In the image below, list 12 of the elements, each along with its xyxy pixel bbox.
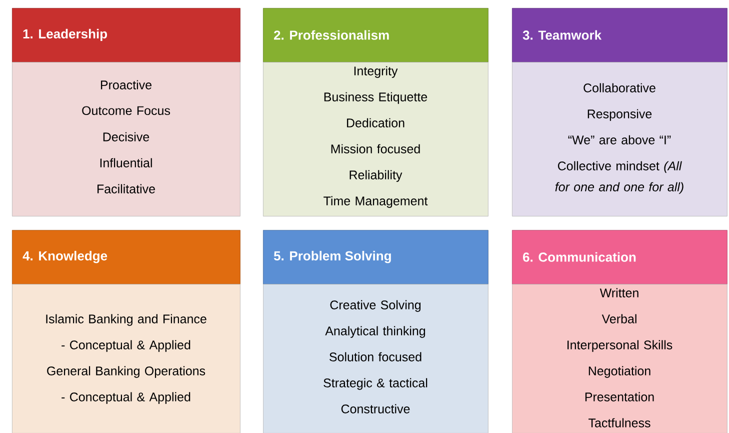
text-card: Integrity Business Etiquette Dedication Mission focused Reliability Time Management xyxy=(263,62,488,216)
text-card: Islamic Banking and Finance - Conceptual & Applied General Banking Operations - Conceptual & Applied xyxy=(12,284,240,433)
text-card: Proactive Outcome Focus Decisive Influential Facilitative xyxy=(12,62,240,216)
header-bar: 4. Knowledge xyxy=(12,230,240,284)
header-bar: 2. Professionalism xyxy=(263,8,488,62)
text-card: Creative Solving Analytical thinking Solution focused Strategic & tactical Constructive xyxy=(263,284,488,433)
header-bar: 1. Leadership xyxy=(12,8,240,62)
text-card: Collaborative Responsive “We” are above “I” Collective mindset (All for one and one for all) xyxy=(512,62,728,216)
text-card: Written Verbal Interpersonal Skills Negotiation Presentation Tactfulness xyxy=(512,284,728,433)
header-bar: 6. Communication xyxy=(512,230,728,284)
header-bar: 5. Problem Solving xyxy=(263,230,488,284)
header-bar: 3. Teamwork xyxy=(512,8,728,62)
